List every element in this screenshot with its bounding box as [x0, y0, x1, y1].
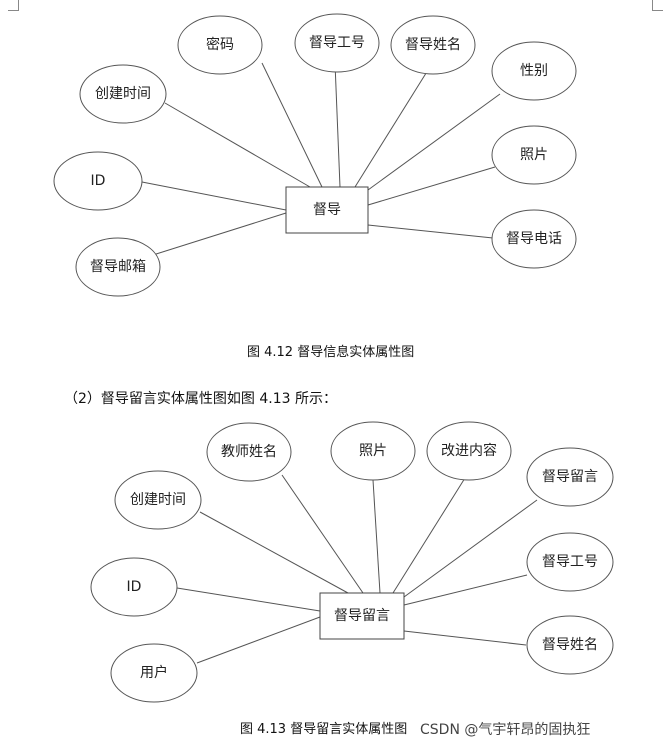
attr-create-time-2: [114, 470, 202, 530]
edges: [141, 62, 501, 256]
er-diagram-supervisor-message: 教师姓名 照片 改进内容 督导留言 创建时间 督导工号 ID 督导姓名 用户 督…: [90, 421, 614, 703]
figure-caption-4-13: 图 4.13 督导留言实体属性图: [240, 722, 408, 737]
attr-message: [526, 447, 614, 507]
attr-improvement-label: 改进内容: [441, 442, 497, 459]
entity-supervisor-message-label: 督导留言: [334, 608, 390, 624]
attr-email: [75, 237, 161, 297]
page-corner-mark-right: [652, 0, 663, 11]
watermark: CSDN @气宇轩昂的固执狂: [420, 722, 591, 738]
edge-user: [196, 616, 321, 664]
attr-supervisor-id-2-label: 督导工号: [542, 554, 598, 570]
attr-phone: [491, 209, 577, 269]
edge-create-time-2: [199, 511, 349, 594]
attr-photo: [491, 125, 577, 185]
entity-supervisor-message: [319, 592, 405, 640]
attr-supervisor-name-2: [526, 615, 614, 675]
edge-photo: [367, 166, 496, 206]
edge-message: [403, 499, 538, 598]
edge-gender: [367, 93, 501, 191]
attr-message-label: 督导留言: [542, 469, 598, 485]
figure-caption-4-12: 图 4.12 督导信息实体属性图: [247, 345, 415, 360]
edge-id: [141, 181, 287, 211]
attr-user: [110, 643, 198, 703]
attr-id: [53, 151, 143, 211]
attr-supervisor-name: [390, 15, 476, 75]
edge-supervisor-name-2: [403, 630, 527, 646]
attr-id-2: [90, 557, 178, 617]
entity-supervisor: [285, 186, 369, 234]
section-paragraph: （2）督导留言实体属性图如图 4.13 所示：: [64, 391, 337, 407]
attr-teacher-name: [206, 422, 292, 482]
attr-phone-label: 督导电话: [506, 231, 562, 247]
attr-create-time-label: 创建时间: [95, 86, 151, 102]
attr-gender: [491, 41, 577, 101]
edge-create-time: [164, 102, 311, 188]
edge-email: [152, 212, 287, 256]
attr-photo-2: [330, 421, 416, 481]
entity-supervisor-label: 督导: [313, 202, 341, 218]
er-diagram-supervisor: 密码 督导工号 督导姓名 性别 创建时间 ID 照片 督导电话 督导邮箱 督导: [53, 13, 577, 297]
attr-teacher-name-label: 教师姓名: [221, 444, 277, 460]
attr-id-2-label: ID: [127, 579, 142, 595]
attr-password: [177, 15, 263, 75]
page-corner-mark-left: [8, 0, 19, 11]
attr-supervisor-id-2: [526, 532, 614, 592]
attr-create-time: [79, 64, 167, 124]
edge-teacher-name: [281, 474, 364, 594]
edge-supervisor-id-2: [403, 574, 528, 606]
attr-create-time-2-label: 创建时间: [130, 492, 186, 508]
attr-email-label: 督导邮箱: [90, 259, 146, 275]
attr-password-label: 密码: [206, 36, 234, 53]
attr-user-label: 用户: [140, 664, 168, 681]
attr-improvement: [426, 421, 512, 481]
edge-supervisor-name: [354, 69, 429, 188]
edge-photo-2: [372, 479, 381, 594]
edge-improvement: [392, 477, 466, 594]
attr-supervisor-name-label: 督导姓名: [405, 37, 461, 53]
attr-photo-2-label: 照片: [359, 443, 387, 459]
edges: [176, 474, 538, 664]
edge-password: [261, 62, 323, 188]
attr-gender-label: 性别: [520, 63, 548, 79]
attr-supervisor-id-label: 督导工号: [309, 35, 365, 51]
attr-photo-label: 照片: [520, 147, 548, 163]
attr-supervisor-name-2-label: 督导姓名: [542, 637, 598, 653]
attr-id-label: ID: [91, 173, 106, 189]
edge-id-2: [176, 587, 321, 612]
edge-supervisor-id: [334, 62, 341, 188]
attr-supervisor-id: [294, 13, 380, 73]
edge-phone: [367, 224, 494, 239]
